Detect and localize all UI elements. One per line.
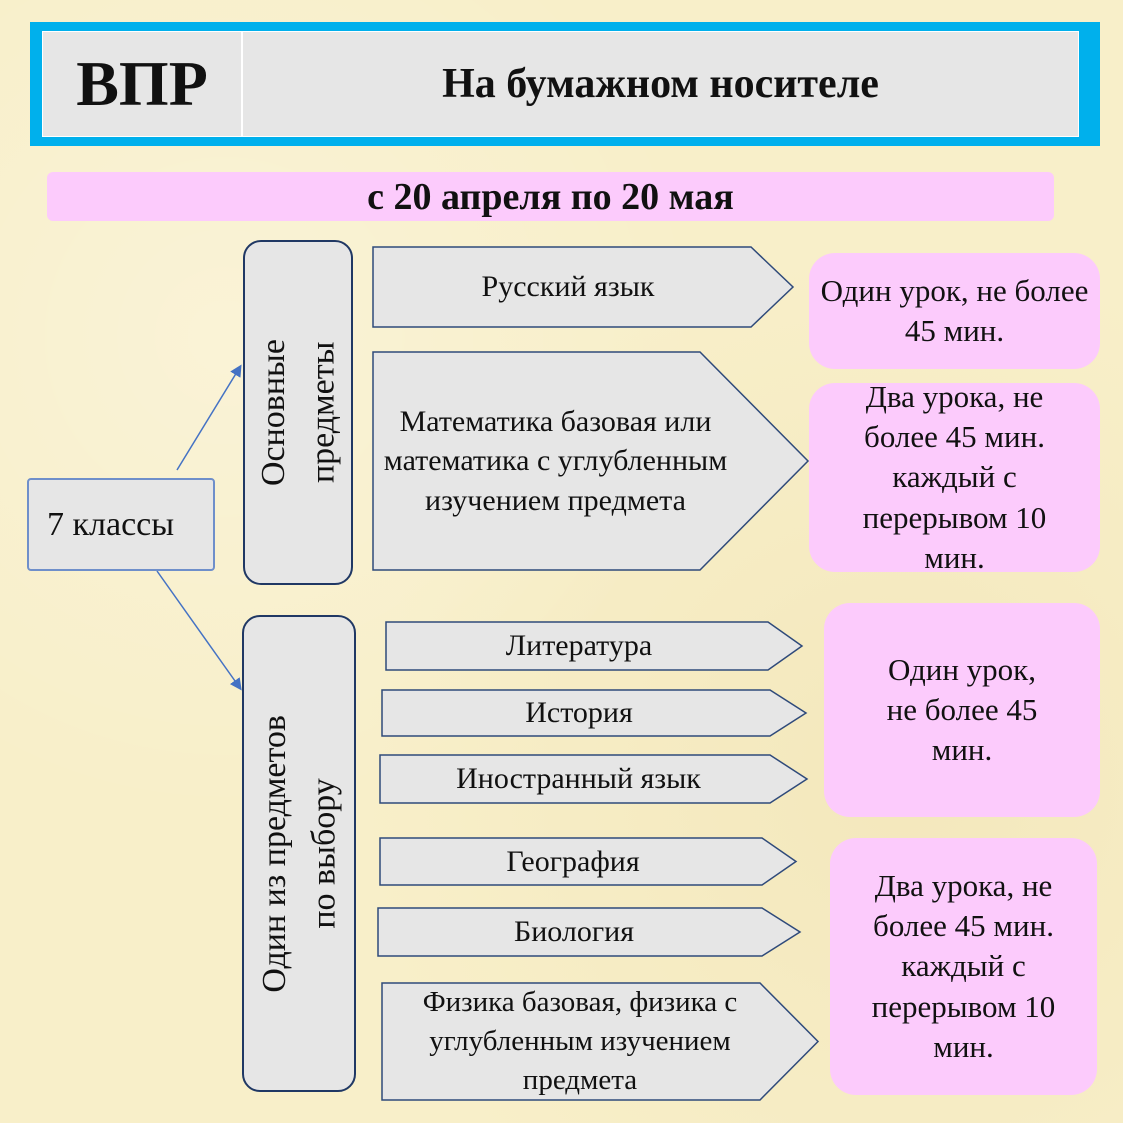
title-text: На бумажном носителе [442,61,879,107]
arrow-shape [372,351,810,571]
group-choice: Один из предметов по выбору [242,615,356,1092]
duration-russian: Один урок, не более 45 мин. [809,253,1100,369]
arrow-shape [381,689,808,737]
subject-literature: Литература [385,621,804,671]
duration-group-2: Два урока, не более 45 мин. каждый с пер… [830,838,1097,1095]
grade-box: 7 классы [27,478,215,571]
arrow-shape [381,982,820,1101]
subject-geography: География [379,837,798,886]
arrow-shape [379,837,798,886]
duration-math: Два урока, не более 45 мин. каждый с пер… [809,379,1100,575]
subject-history: История [381,689,808,737]
subject-physics: Физика базовая, физика с углубленным изу… [381,982,820,1101]
connector-choice [156,570,242,691]
arrow-shape [377,907,802,957]
group-label: Один из предметов [255,714,293,993]
arrow-shape [385,621,804,671]
subject-math: Математика базовая или математика с углу… [372,351,810,571]
title-banner: ВПР На бумажном носителе [30,22,1100,146]
subject-biology: Биология [377,907,802,957]
date-range: с 20 апреля по 20 мая [47,172,1054,221]
group-label: Основные [254,338,292,487]
group-main: Основные предметы [243,240,353,585]
subject-foreign-language: Иностранный язык [379,754,809,804]
title-abbr: ВПР [43,32,243,136]
group-label: по выбору [305,778,342,929]
connector-main [176,364,242,471]
arrow-shape [372,246,795,328]
duration-group-1: Один урок, не более 45 мин. [824,603,1100,817]
group-label: предметы [304,341,341,484]
arrow-shape [379,754,809,804]
subject-russian: Русский язык [372,246,795,328]
